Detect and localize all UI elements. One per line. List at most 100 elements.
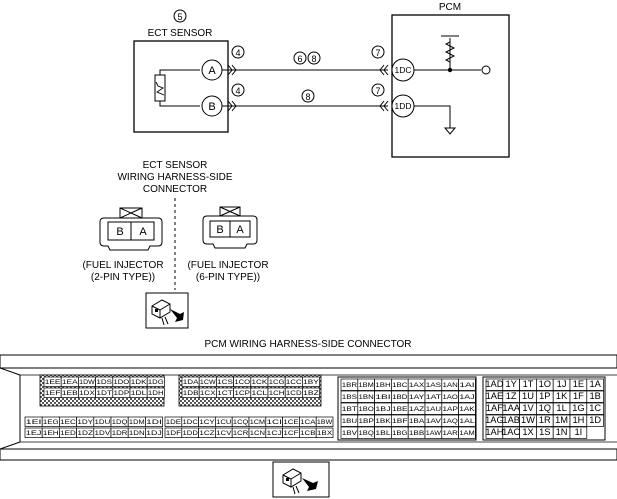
pin-label: 1CH — [269, 390, 285, 397]
right-pin-a: A — [236, 224, 244, 236]
pin-label: 1DH — [148, 390, 164, 397]
pin-label: 1CC — [286, 379, 302, 386]
pin-label: 1I — [575, 427, 583, 437]
ect-a-callout: 4 — [231, 45, 245, 59]
pin-label: 1EJ — [26, 430, 42, 437]
pin-label: 1BR — [342, 382, 358, 389]
pin-label: 1DW — [79, 379, 95, 386]
pin-label: 1EG — [43, 419, 59, 426]
svg-text:8: 8 — [305, 92, 310, 102]
harness-title-line2: WIRING HARNESS-SIDE — [117, 172, 232, 183]
pin-label: 1CE — [283, 419, 298, 426]
pin-label: 1BG — [392, 430, 407, 437]
pin-label: 1AA — [502, 403, 520, 413]
pin-label: 1X — [522, 427, 533, 437]
svg-text:8: 8 — [311, 54, 316, 64]
left-pin-b: B — [116, 226, 123, 238]
pin-label: 1AJ — [459, 394, 474, 401]
pin-label: 1V — [522, 403, 534, 413]
pin-label: 1F — [573, 391, 584, 401]
left-pin-a: A — [139, 226, 147, 238]
pin-label: 1BD — [392, 394, 408, 401]
pin-label: 1BM — [359, 382, 374, 389]
pin-cell — [458, 378, 476, 391]
lower-wire-callout: 8 — [301, 89, 315, 103]
pin-label: 1CS — [217, 379, 233, 386]
pin-label: 1L — [556, 403, 566, 413]
lower-wire — [222, 100, 389, 112]
pin-label: 1DD — [183, 430, 199, 437]
pin-label: 1CA — [300, 419, 316, 426]
pin-label: 1DF — [166, 430, 181, 437]
upper-wire — [222, 64, 389, 76]
connector-2pin: B A — [99, 207, 163, 251]
pin-label: 1AX — [409, 382, 425, 389]
pin-label: 1DC — [183, 419, 199, 426]
pcm-connector-title: PCM WIRING HARNESS-SIDE CONNECTOR — [204, 339, 411, 350]
svg-text:1DC: 1DC — [394, 65, 411, 75]
pin-label: 1CO — [234, 379, 250, 386]
pin-label: 1AL — [459, 418, 475, 425]
pin-label: 1DN — [129, 430, 145, 437]
pin-label: 1DL — [131, 390, 147, 397]
pin-label: 1H — [572, 415, 584, 425]
pin-label: 1BE — [392, 406, 407, 413]
pin-label: 1DA — [183, 379, 200, 386]
pin-label: 1EB — [62, 390, 78, 397]
svg-text:A: A — [208, 65, 216, 77]
pin-label: 1DO — [114, 379, 130, 386]
ect-terminal-a: A — [201, 59, 223, 81]
pin-label: 1DP — [114, 390, 130, 397]
pin-label: 1AN — [443, 382, 459, 389]
upper-wire-callout-2: 8 — [307, 51, 321, 65]
pin-label: 1EI — [26, 419, 42, 426]
pin-cell — [458, 390, 476, 403]
pin-label: 1BA — [409, 418, 425, 425]
pin-label: 1BU — [342, 418, 358, 425]
pin-cell — [302, 387, 320, 398]
pin-label: 1CX — [200, 390, 217, 397]
pin-label: 1CL — [252, 390, 268, 397]
pin-label: 1BI — [375, 394, 391, 401]
pin-label: 1DU — [95, 419, 111, 426]
pin-label: 1BY — [303, 379, 320, 386]
pin-cell — [586, 414, 604, 427]
pin-label: 1BX — [317, 430, 333, 437]
left-caption-line2: (2-PIN TYPE)) — [91, 272, 155, 283]
pin-label: 1AU — [426, 406, 442, 413]
svg-text:4: 4 — [235, 48, 240, 58]
pin-cell — [586, 390, 604, 403]
svg-text:6: 6 — [297, 54, 302, 64]
pin-label: 1D — [589, 415, 601, 425]
pcm-terminal-1dc: 1DC — [391, 58, 415, 82]
pin-label: 1K — [556, 391, 568, 401]
pin-label: 1BV — [342, 430, 358, 437]
svg-text:7: 7 — [375, 48, 380, 58]
pin-label: 1EE — [45, 379, 61, 386]
pin-label: 1DM — [129, 419, 145, 426]
pin-cell — [458, 402, 476, 415]
pin-label: 1BB — [409, 430, 424, 437]
pin-label: 1AI — [459, 382, 475, 389]
pin-label: 1BK — [375, 418, 391, 425]
pin-label: 1A — [590, 379, 602, 389]
block4-frame — [482, 376, 606, 441]
pin-label: 1DT — [96, 390, 112, 397]
pin-label: 1AE — [486, 391, 504, 401]
view-direction-icon — [145, 292, 189, 329]
pin-label: 1DY — [77, 419, 94, 426]
pin-label: 1AF — [486, 403, 503, 413]
pin-label: 1CN — [250, 430, 266, 437]
pin-label: 1AQ — [443, 418, 458, 425]
pin-label: 1DV — [95, 430, 112, 437]
pin-label: 1CW — [200, 379, 216, 386]
pin-label: 1BW — [317, 419, 332, 426]
pin-label: 1Z — [506, 391, 517, 401]
pin-label: 1AC — [502, 427, 520, 437]
pin-label: 1G — [572, 403, 584, 413]
harness-title-line1: ECT SENSOR — [143, 160, 208, 171]
pin-label: 1DX — [79, 390, 96, 397]
pin-label: 1P — [539, 391, 550, 401]
pin-label: 1C — [589, 403, 601, 413]
